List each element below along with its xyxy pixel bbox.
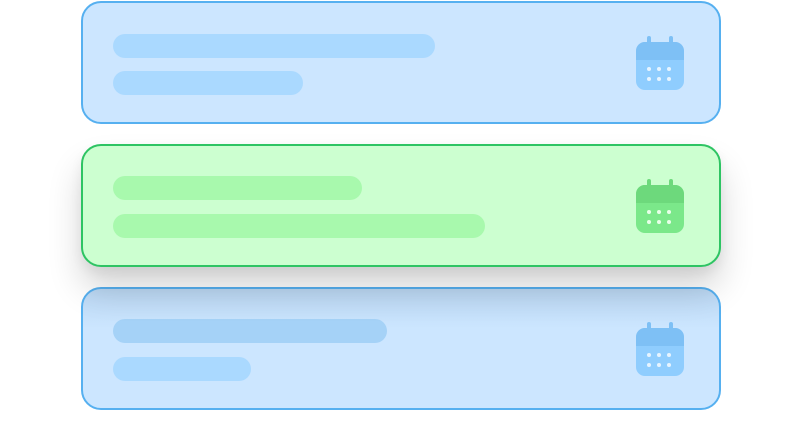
list-card-1[interactable] <box>81 1 721 124</box>
calendar-icon <box>634 179 686 235</box>
list-card-2-selected[interactable] <box>81 144 721 267</box>
card-3-subtitle-placeholder <box>113 357 251 381</box>
card-1-title-placeholder <box>113 34 435 58</box>
card-2-title-placeholder <box>113 176 362 200</box>
list-card-3[interactable] <box>81 287 721 410</box>
calendar-icon <box>634 36 686 92</box>
calendar-icon <box>634 322 686 378</box>
card-3-title-placeholder <box>113 319 387 343</box>
card-2-subtitle-placeholder <box>113 214 485 238</box>
card-1-subtitle-placeholder <box>113 71 303 95</box>
